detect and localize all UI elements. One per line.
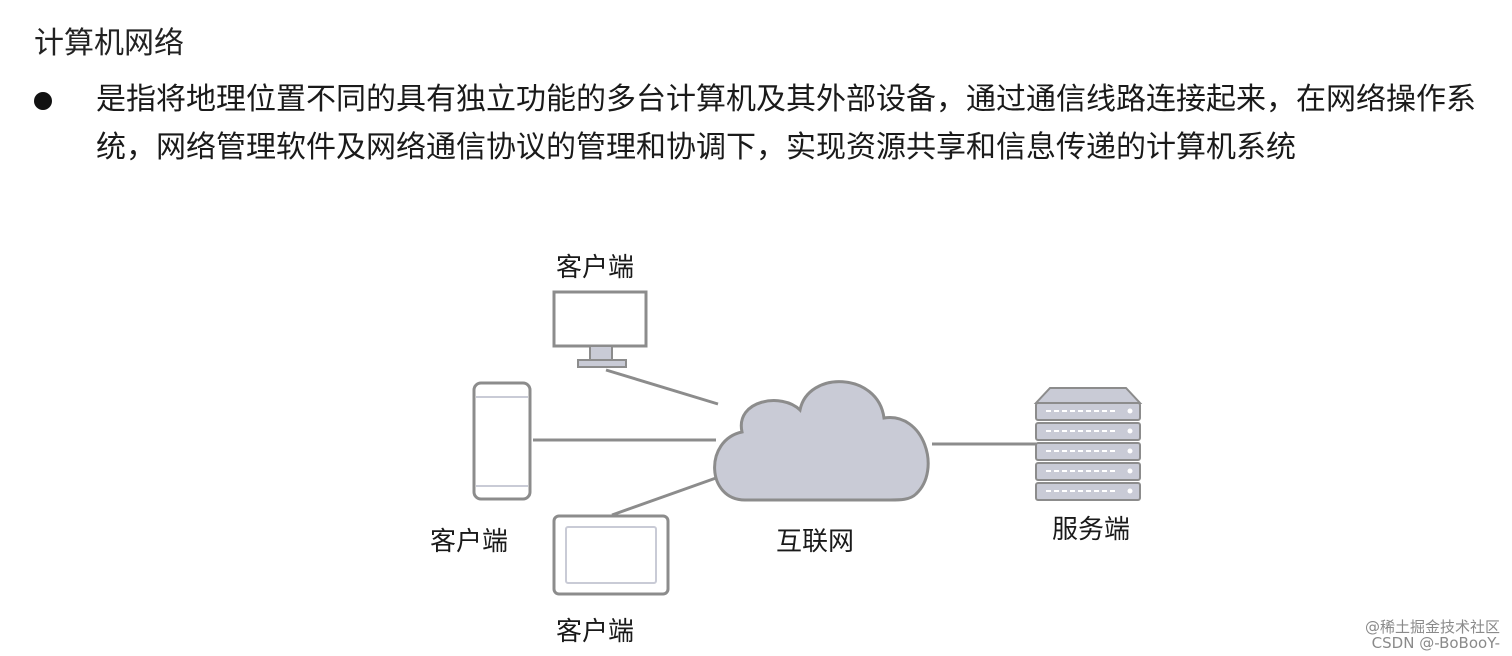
line-desktop-to-cloud [605,368,719,406]
client-bottom-label: 客户端 [556,617,635,647]
server-rack-icon [1033,387,1143,501]
watermark-juejin: @稀土掘金技术社区 [1364,618,1500,636]
mobile-phone-icon [472,381,532,501]
line-tablet-to-cloud [611,476,717,517]
internet-cloud-icon [713,380,930,502]
definition-text: 是指将地理位置不同的具有独立功能的多台计算机及其外部设备，通过通信线路连接起来，… [96,82,1476,165]
watermark-csdn: CSDN @-BoBooY- [1371,634,1500,652]
connection-lines [533,368,1036,517]
page-title: 计算机网络 [34,26,184,61]
desktop-monitor-icon [552,290,648,368]
client-left-label: 客户端 [430,527,509,557]
server-label: 服务端 [1052,515,1131,545]
tablet-icon [552,514,670,596]
server-status-lights [1127,408,1133,494]
internet-label: 互联网 [776,527,855,557]
bullet-dot [34,92,52,110]
client-top-label: 客户端 [556,253,635,283]
server-slot-marks [1046,410,1118,492]
